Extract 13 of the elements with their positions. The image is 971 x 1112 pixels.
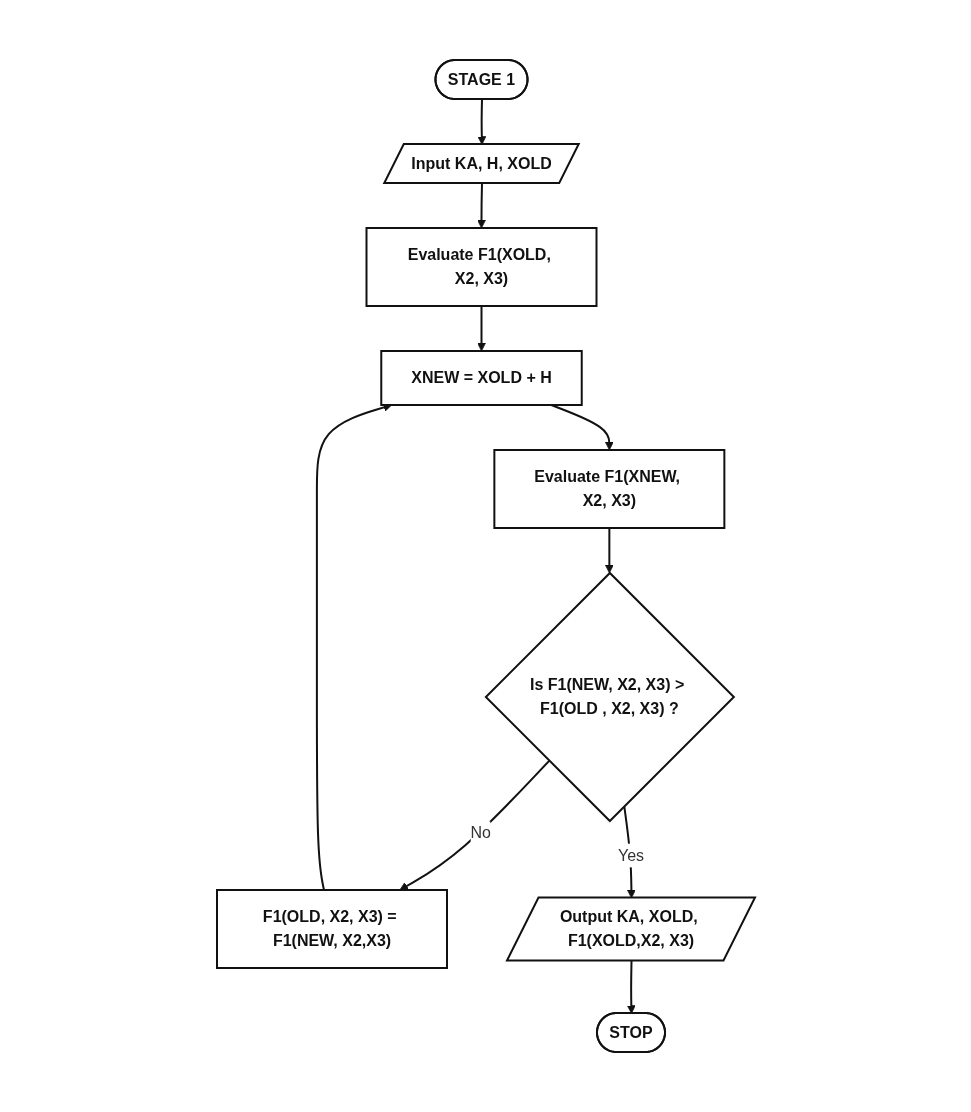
node-diamond: Is F1(NEW, X2, X3) > F1(OLD , X2, X3) ? — [483, 571, 735, 823]
edge-label: Yes — [617, 846, 644, 864]
node-box: F1(OLD, X2, X3) = F1(NEW, X2,X3) — [215, 889, 448, 969]
node-box: XNEW = XOLD + H — [379, 350, 583, 406]
node-box: Evaluate F1(XOLD, X2, X3) — [365, 227, 597, 307]
arrow — [398, 759, 550, 891]
arrow — [476, 305, 486, 352]
arrow — [315, 403, 392, 891]
node-box: Evaluate F1(XNEW, X2, X3) — [492, 449, 725, 529]
arrow — [626, 960, 636, 1014]
edge-label: No — [470, 824, 491, 842]
arrow — [476, 98, 486, 145]
arrow — [604, 527, 614, 574]
